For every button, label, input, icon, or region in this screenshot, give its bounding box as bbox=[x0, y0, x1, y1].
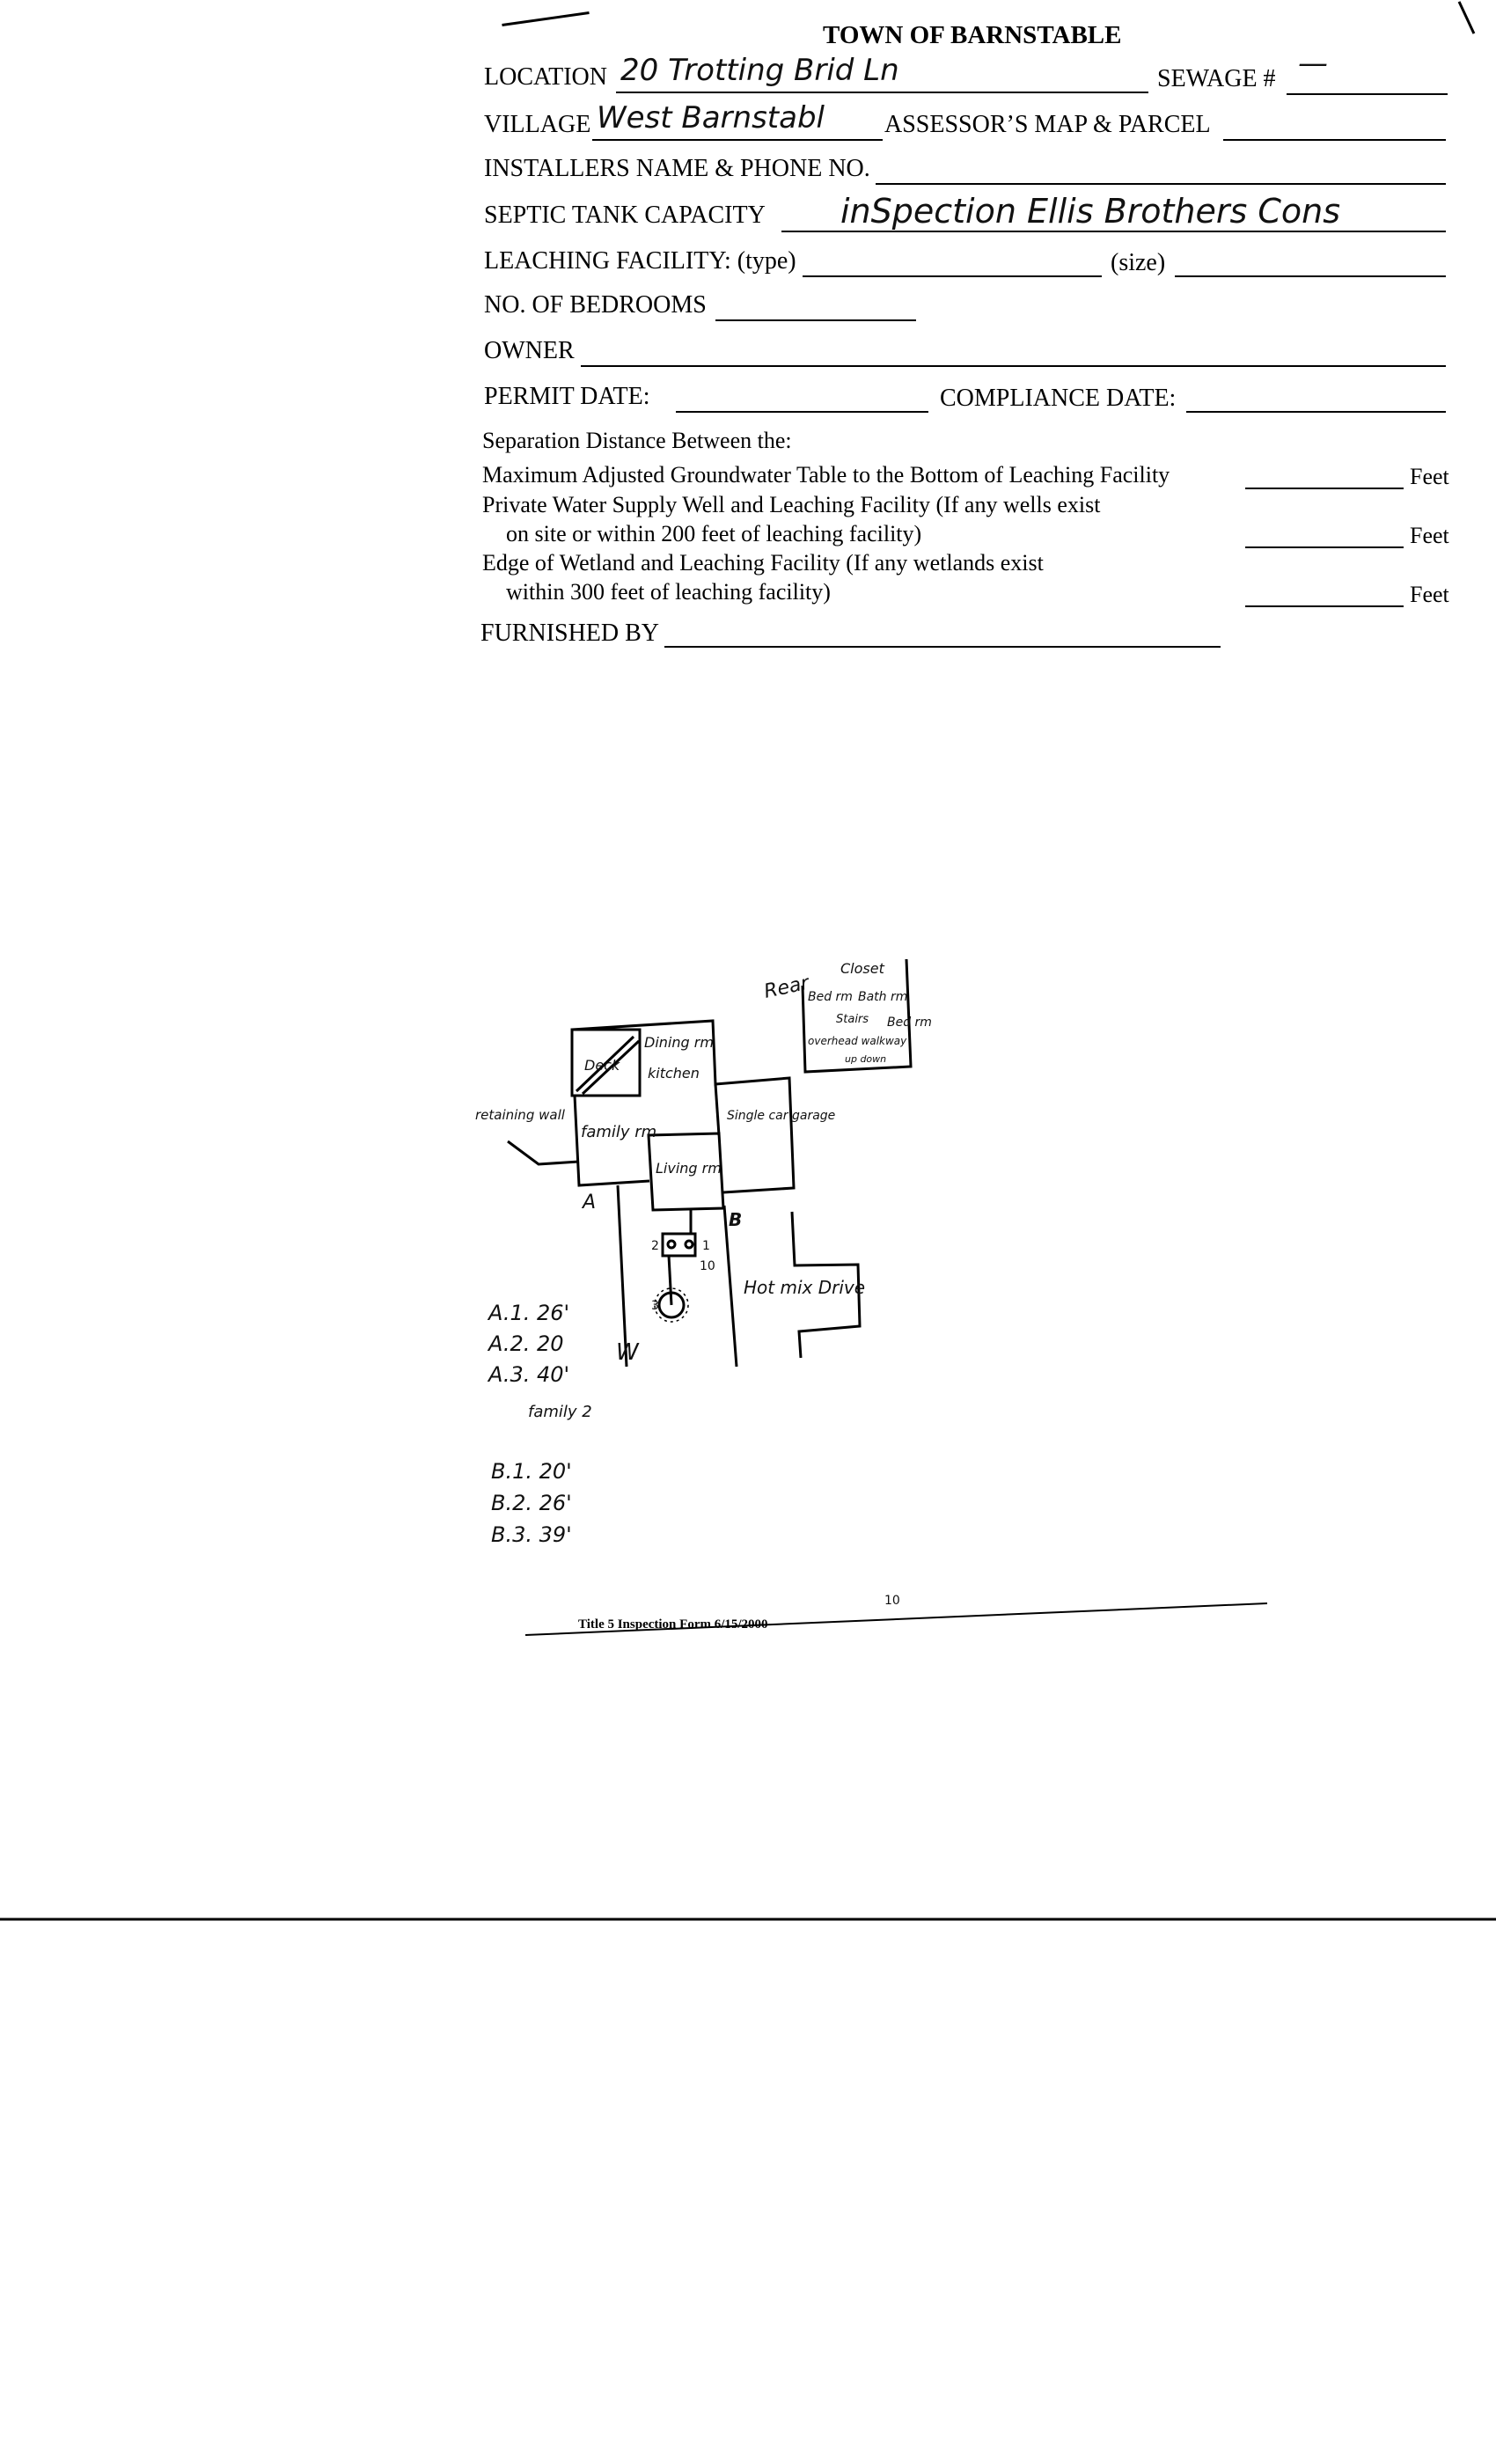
interior-wall bbox=[714, 1083, 721, 1136]
deck-label: Deck bbox=[584, 1057, 620, 1074]
retaining-wall-label: retaining wall bbox=[475, 1107, 566, 1123]
location-label: LOCATION bbox=[484, 63, 607, 91]
line-from-b bbox=[722, 1205, 738, 1368]
driveway-label: Hot mix Drive bbox=[744, 1277, 865, 1298]
family-note: family 2 bbox=[528, 1403, 592, 1421]
b-measurement: B.2. 26' bbox=[491, 1491, 572, 1515]
bedrooms-field[interactable] bbox=[715, 319, 916, 321]
scale-label: 10 bbox=[884, 1594, 900, 1608]
point-b-label: B bbox=[729, 1209, 742, 1230]
tank-label-3: 3 bbox=[651, 1299, 659, 1313]
furnished-by-field[interactable] bbox=[664, 646, 1221, 648]
bath-label: Bath rm bbox=[858, 990, 907, 1004]
a-measurement: A.2. 20 bbox=[487, 1331, 564, 1356]
tank-label-2: 2 bbox=[651, 1239, 659, 1253]
leaching-pit bbox=[657, 1291, 686, 1319]
sewage-label: SEWAGE # bbox=[1157, 65, 1276, 92]
location-field[interactable] bbox=[616, 92, 1148, 93]
feet-unit: Feet bbox=[1410, 582, 1449, 607]
leaching-size-label: (size) bbox=[1111, 249, 1166, 276]
rear-label: Rear bbox=[762, 972, 812, 1003]
dining-label: Dining rm bbox=[644, 1034, 714, 1051]
compliance-date-label: COMPLIANCE DATE: bbox=[940, 385, 1177, 412]
driveway-outline bbox=[790, 1211, 862, 1359]
point-a-label: A bbox=[581, 1192, 596, 1214]
kitchen-label: kitchen bbox=[648, 1065, 700, 1082]
line-from-a bbox=[616, 1184, 628, 1368]
separation-well: Private Water Supply Well and Leaching F… bbox=[482, 492, 1101, 517]
bedroom1-label: Bed rm bbox=[808, 990, 853, 1004]
b-measurement: B.1. 20' bbox=[491, 1459, 572, 1484]
family-room-wall bbox=[573, 1095, 650, 1187]
bottom-rule bbox=[524, 1602, 1268, 1636]
village-field[interactable] bbox=[592, 139, 883, 141]
tank-inlet bbox=[666, 1239, 677, 1250]
footer-form-label: Title 5 Inspection Form 6/15/2000 bbox=[578, 1617, 768, 1632]
assessor-label: ASSESSOR’S MAP & PARCEL bbox=[884, 111, 1211, 138]
installer-label: INSTALLERS NAME & PHONE NO. bbox=[484, 155, 870, 182]
septic-label: SEPTIC TANK CAPACITY bbox=[484, 202, 766, 229]
village-label: VILLAGE bbox=[484, 111, 591, 138]
permit-date-field[interactable] bbox=[676, 411, 928, 413]
separation-groundwater: Maximum Adjusted Groundwater Table to th… bbox=[482, 462, 1170, 488]
wetland-field[interactable] bbox=[1245, 605, 1404, 607]
compliance-date-field[interactable] bbox=[1186, 411, 1446, 413]
assessor-field[interactable] bbox=[1223, 139, 1446, 141]
living-room-label: Living rm bbox=[656, 1160, 722, 1177]
up-down-label: up down bbox=[845, 1053, 886, 1065]
scale-label: 10 bbox=[700, 1259, 715, 1273]
tank-to-pit-pipe bbox=[667, 1255, 673, 1306]
owner-label: OWNER bbox=[484, 337, 575, 364]
owner-field[interactable] bbox=[581, 365, 1446, 367]
leaching-type-label: LEACHING FACILITY: (type) bbox=[484, 247, 796, 275]
separation-well-cont: on site or within 200 feet of leaching f… bbox=[506, 521, 922, 546]
installer-field[interactable] bbox=[876, 183, 1446, 185]
location-value: 20 Trotting Brid Ln bbox=[620, 53, 899, 88]
furnished-by-label: FURNISHED BY bbox=[480, 620, 660, 647]
a-measurement: A.3. 40' bbox=[487, 1362, 569, 1387]
overhead-walkway-label: overhead walkway bbox=[808, 1035, 907, 1047]
feet-unit: Feet bbox=[1410, 464, 1449, 489]
leaching-type-field[interactable] bbox=[803, 275, 1102, 277]
deck-hatch bbox=[575, 1035, 635, 1093]
tank-outlet bbox=[684, 1239, 694, 1250]
closet-label: Closet bbox=[840, 960, 885, 977]
bedroom2-label: Bed rm bbox=[887, 1016, 932, 1030]
sewage-value: — bbox=[1298, 46, 1328, 81]
separation-heading: Separation Distance Between the: bbox=[482, 428, 792, 453]
septic-field[interactable] bbox=[781, 231, 1446, 232]
leaching-size-field[interactable] bbox=[1175, 275, 1446, 277]
leaching-pit-outer bbox=[654, 1287, 689, 1323]
tank-label-1: 1 bbox=[702, 1239, 710, 1253]
separation-wetland-cont: within 300 feet of leaching facility) bbox=[506, 579, 831, 605]
sketch-lines bbox=[0, 958, 1496, 1921]
garage-label: Single car garage bbox=[727, 1109, 835, 1123]
permit-date-label: PERMIT DATE: bbox=[484, 383, 650, 410]
separation-wetland: Edge of Wetland and Leaching Facility (I… bbox=[482, 550, 1044, 576]
septic-value: inSpection Ellis Brothers Cons bbox=[840, 192, 1341, 231]
b-measurement: B.3. 39' bbox=[491, 1522, 572, 1547]
stairs-label: Stairs bbox=[836, 1013, 869, 1026]
family-room-label: family rm bbox=[581, 1123, 656, 1141]
a-measurement: A.1. 26' bbox=[487, 1301, 569, 1325]
house-outline bbox=[571, 1019, 796, 1194]
sewage-field[interactable] bbox=[1287, 93, 1448, 95]
well-field[interactable] bbox=[1245, 546, 1404, 548]
groundwater-field[interactable] bbox=[1245, 488, 1404, 489]
deck-hatch bbox=[581, 1039, 641, 1096]
retaining-wall bbox=[507, 1140, 580, 1166]
feet-unit: Feet bbox=[1410, 523, 1449, 548]
form-title: TOWN OF BARNSTABLE bbox=[823, 21, 1122, 49]
septic-tank bbox=[661, 1232, 697, 1258]
bedrooms-label: NO. OF BEDROOMS bbox=[484, 291, 707, 319]
well-label: W bbox=[616, 1339, 640, 1366]
bedroom-box bbox=[801, 958, 913, 1074]
village-value: West Barnstabl bbox=[597, 100, 825, 136]
